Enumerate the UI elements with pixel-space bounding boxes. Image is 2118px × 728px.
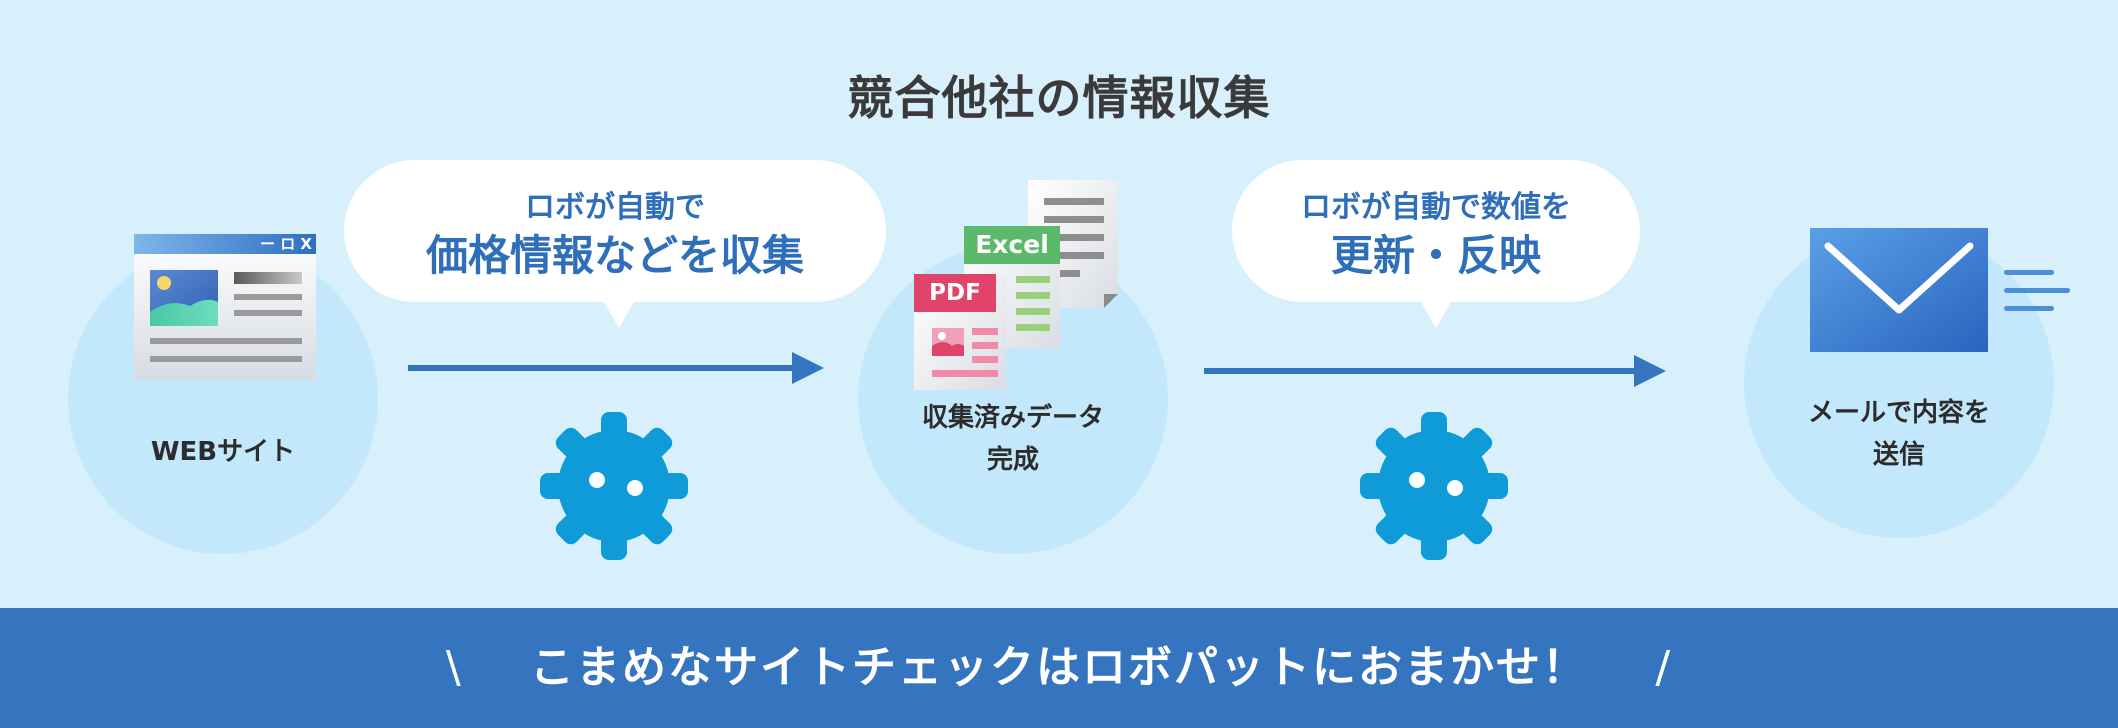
- data-label: 収集済みデータ 完成: [921, 403, 1104, 475]
- website-label: WEBサイト: [150, 437, 296, 467]
- bubble-sub-text: ロボが自動で: [525, 190, 705, 225]
- footer-open-mark: \: [445, 642, 463, 693]
- mail-label: メールで内容を 送信: [1807, 398, 1990, 470]
- footer-close-mark: /: [1655, 642, 1673, 693]
- footer-text: こまめなサイトチェックはロボパットにおまかせ！: [530, 642, 1588, 693]
- window-controls: ー ロ X: [259, 235, 312, 253]
- bubble-main-text: 更新・反映: [1330, 231, 1541, 280]
- excel-label: Excel: [975, 230, 1049, 259]
- footer-banner: \ こまめなサイトチェックはロボパットにおまかせ！ /: [0, 608, 2118, 728]
- browser-window-icon: ー ロ X: [134, 234, 316, 380]
- speech-bubble-collect: ロボが自動で 価格情報などを収集: [344, 160, 886, 328]
- arrow-right-icon: [1204, 353, 1666, 393]
- documents-icon: Excel PDF: [910, 176, 1124, 396]
- page-title: 競合他社の情報収集: [847, 71, 1271, 125]
- speech-bubble-update: ロボが自動で数値を 更新・反映: [1232, 160, 1640, 328]
- envelope-icon: [1808, 226, 2072, 358]
- bubble-main-text: 価格情報などを収集: [425, 231, 804, 280]
- bubble-sub-text: ロボが自動で数値を: [1301, 190, 1571, 225]
- pdf-label: PDF: [929, 280, 981, 306]
- bubble-tail: [603, 300, 635, 328]
- robot-gear-icon: [538, 410, 690, 566]
- robot-gear-icon: [1358, 410, 1510, 566]
- bubble-tail: [1420, 300, 1452, 328]
- arrow-right-icon: [408, 350, 824, 390]
